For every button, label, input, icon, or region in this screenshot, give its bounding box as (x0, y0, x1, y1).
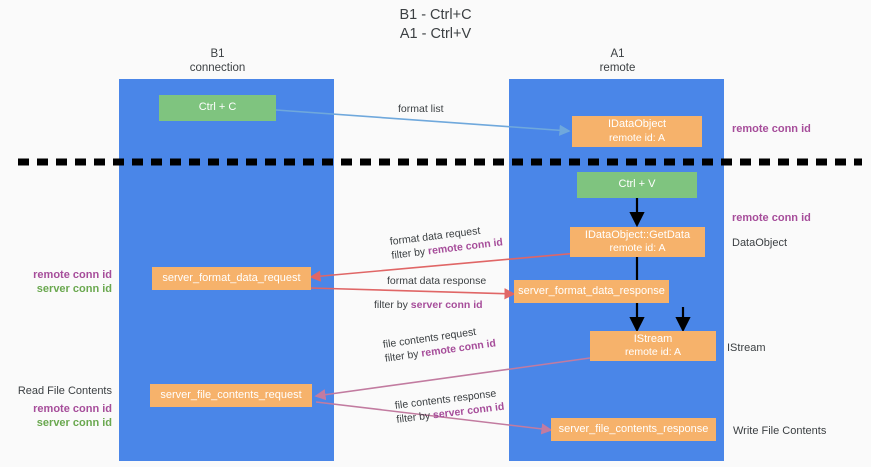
arrow-label-format-data-response-main: format data response (387, 275, 487, 287)
box-idataobject[interactable]: IDataObject remote id: A (572, 116, 702, 147)
arrow-label-format-list: format list (398, 103, 444, 115)
filter-prefix: filter by (374, 299, 411, 311)
arrow-label-format-data-request: format data request filter by remote con… (389, 221, 504, 262)
filter-key-server-conn-id: server conn id (410, 299, 483, 311)
side-label-read-file-contents: Read File Contents (17, 385, 112, 397)
box-ctrl-c-label: Ctrl + C (198, 101, 237, 114)
arrow-label-format-data-response: format data response (387, 274, 486, 288)
box-ctrl-c[interactable]: Ctrl + C (159, 95, 276, 121)
box-ctrl-v[interactable]: Ctrl + V (577, 172, 697, 198)
side-label-dataobject: DataObject (732, 237, 788, 249)
arrow-format-data-response (310, 287, 516, 300)
filter-prefix: filter by (390, 245, 429, 262)
page-title: B1 - Ctrl+C A1 - Ctrl+V (0, 6, 871, 44)
box-istream-title: IStream (633, 332, 673, 345)
side-label-conn-ids-file: remote conn id server conn id (0, 402, 112, 430)
side-label-istream: IStream (727, 342, 766, 354)
box-getdata-remote-id: remote id: A (609, 242, 666, 254)
box-server-file-contents-request[interactable]: server_file_contents_request (150, 384, 312, 407)
column-header-b1: B1 connection (160, 48, 275, 75)
box-server-file-contents-response[interactable]: server_file_contents_response (551, 418, 716, 441)
box-server-file-contents-request-label: server_file_contents_request (160, 388, 302, 401)
side-label-remote-conn-id-top: remote conn id (732, 122, 811, 136)
box-server-format-data-response-label: server_format_data_response (518, 284, 665, 297)
box-server-format-data-response[interactable]: server_format_data_response (514, 280, 669, 303)
column-header-a1-sub: remote (599, 61, 636, 74)
column-header-b1-sub: connection (189, 61, 246, 74)
box-server-format-data-request[interactable]: server_format_data_request (152, 267, 311, 290)
arrow-label-file-contents-request: file contents request filter by remote c… (382, 322, 497, 365)
column-header-b1-name: B1 (210, 48, 225, 60)
box-idataobject-title: IDataObject (607, 118, 667, 130)
side-label-write-file-contents: Write File Contents (733, 425, 827, 437)
side-label-conn-ids-format: remote conn id server conn id (0, 268, 112, 296)
box-idataobject-getdata[interactable]: IDataObject::GetData remote id: A (570, 227, 705, 257)
box-idataobject-remote-id: remote id: A (608, 131, 666, 144)
filter-prefix: filter by (384, 347, 423, 365)
arrow-label-format-data-response-filter: filter by server conn id (374, 298, 483, 312)
box-istream[interactable]: IStream remote id: A (590, 331, 716, 361)
side-label-server-conn-id-left: server conn id (36, 283, 112, 295)
side-label-server-conn-id-left-2: server conn id (36, 417, 112, 429)
box-istream-remote-id: remote id: A (624, 346, 682, 358)
title-line-2: A1 - Ctrl+V (399, 26, 472, 42)
side-label-remote-conn-id-left-2: remote conn id (33, 403, 112, 415)
column-header-a1-name: A1 (610, 48, 625, 60)
box-server-file-contents-response-label: server_file_contents_response (558, 422, 709, 435)
side-label-remote-conn-id-top-text: remote conn id (732, 123, 811, 135)
box-ctrl-v-label: Ctrl + V (618, 178, 656, 191)
side-label-remote-conn-id-mid: remote conn id (732, 211, 811, 225)
side-label-remote-conn-id-mid-text: remote conn id (732, 212, 811, 224)
filter-prefix: filter by (395, 409, 434, 426)
arrow-label-file-contents-response: file contents response filter by server … (394, 386, 505, 427)
title-line-1: B1 - Ctrl+C (399, 7, 472, 23)
box-server-format-data-request-label: server_format_data_request (162, 271, 301, 284)
column-header-a1: A1 remote (560, 48, 675, 75)
box-getdata-title: IDataObject::GetData (584, 228, 691, 241)
side-label-remote-conn-id-left: remote conn id (33, 269, 112, 281)
